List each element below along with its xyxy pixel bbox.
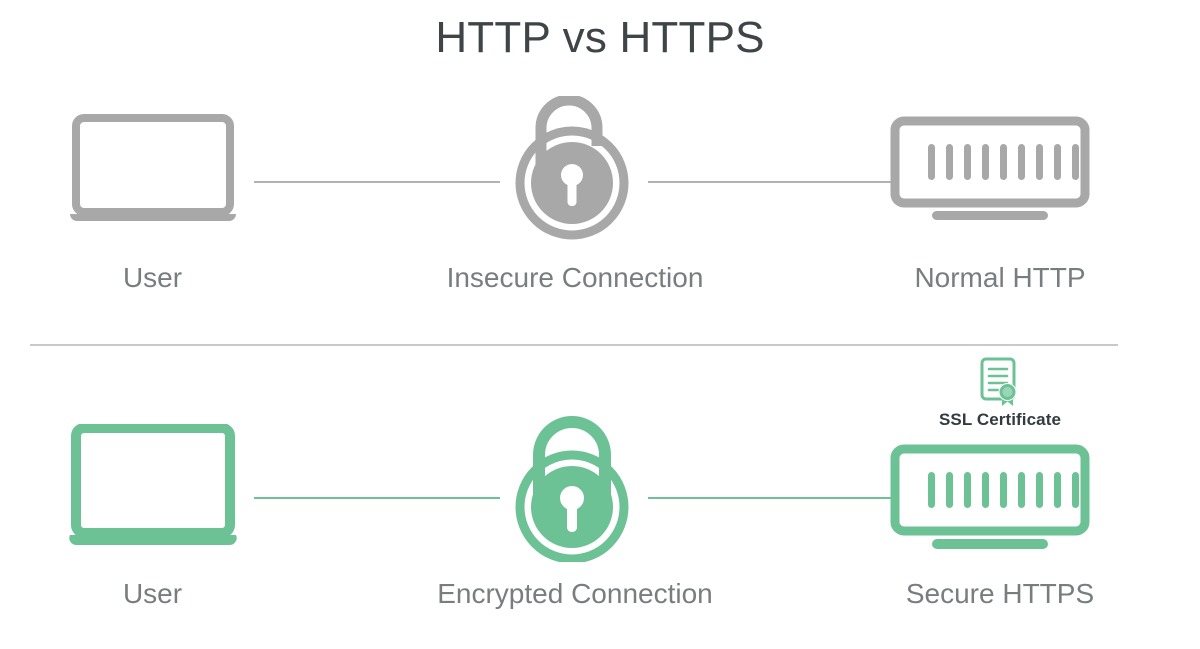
- ssl-certificate-badge: SSL Certificate: [880, 356, 1120, 430]
- connector-line-user-to-lock: [254, 497, 500, 499]
- server-icon: [890, 116, 1090, 224]
- ssl-certificate-label: SSL Certificate: [938, 410, 1062, 429]
- connector-line-lock-to-server: [648, 181, 893, 183]
- connector-line-user-to-lock: [254, 181, 500, 183]
- node-label-user-https: User: [122, 578, 183, 609]
- node-label-server-https: Secure HTTPS: [905, 578, 1095, 609]
- node-label-server-http: Normal HTTP: [914, 262, 1086, 293]
- node-label-connection-http: Insecure Connection: [446, 262, 704, 293]
- node-label-user-http: User: [122, 262, 183, 293]
- section-divider: [30, 344, 1118, 346]
- page-title: HTTP vs HTTPS: [435, 13, 765, 62]
- row-http: User Insecure Connection: [0, 96, 1200, 326]
- laptop-icon: [68, 424, 238, 549]
- node-label-connection-https: Encrypted Connection: [437, 578, 713, 609]
- laptop-icon: [68, 114, 238, 229]
- certificate-icon: [980, 357, 1017, 406]
- connector-line-lock-to-server: [648, 497, 893, 499]
- server-icon: [890, 444, 1090, 552]
- row-https: User Encrypted Connection: [0, 357, 1200, 642]
- locked-padlock-icon: [508, 412, 643, 562]
- unlocked-padlock-icon: [508, 96, 643, 241]
